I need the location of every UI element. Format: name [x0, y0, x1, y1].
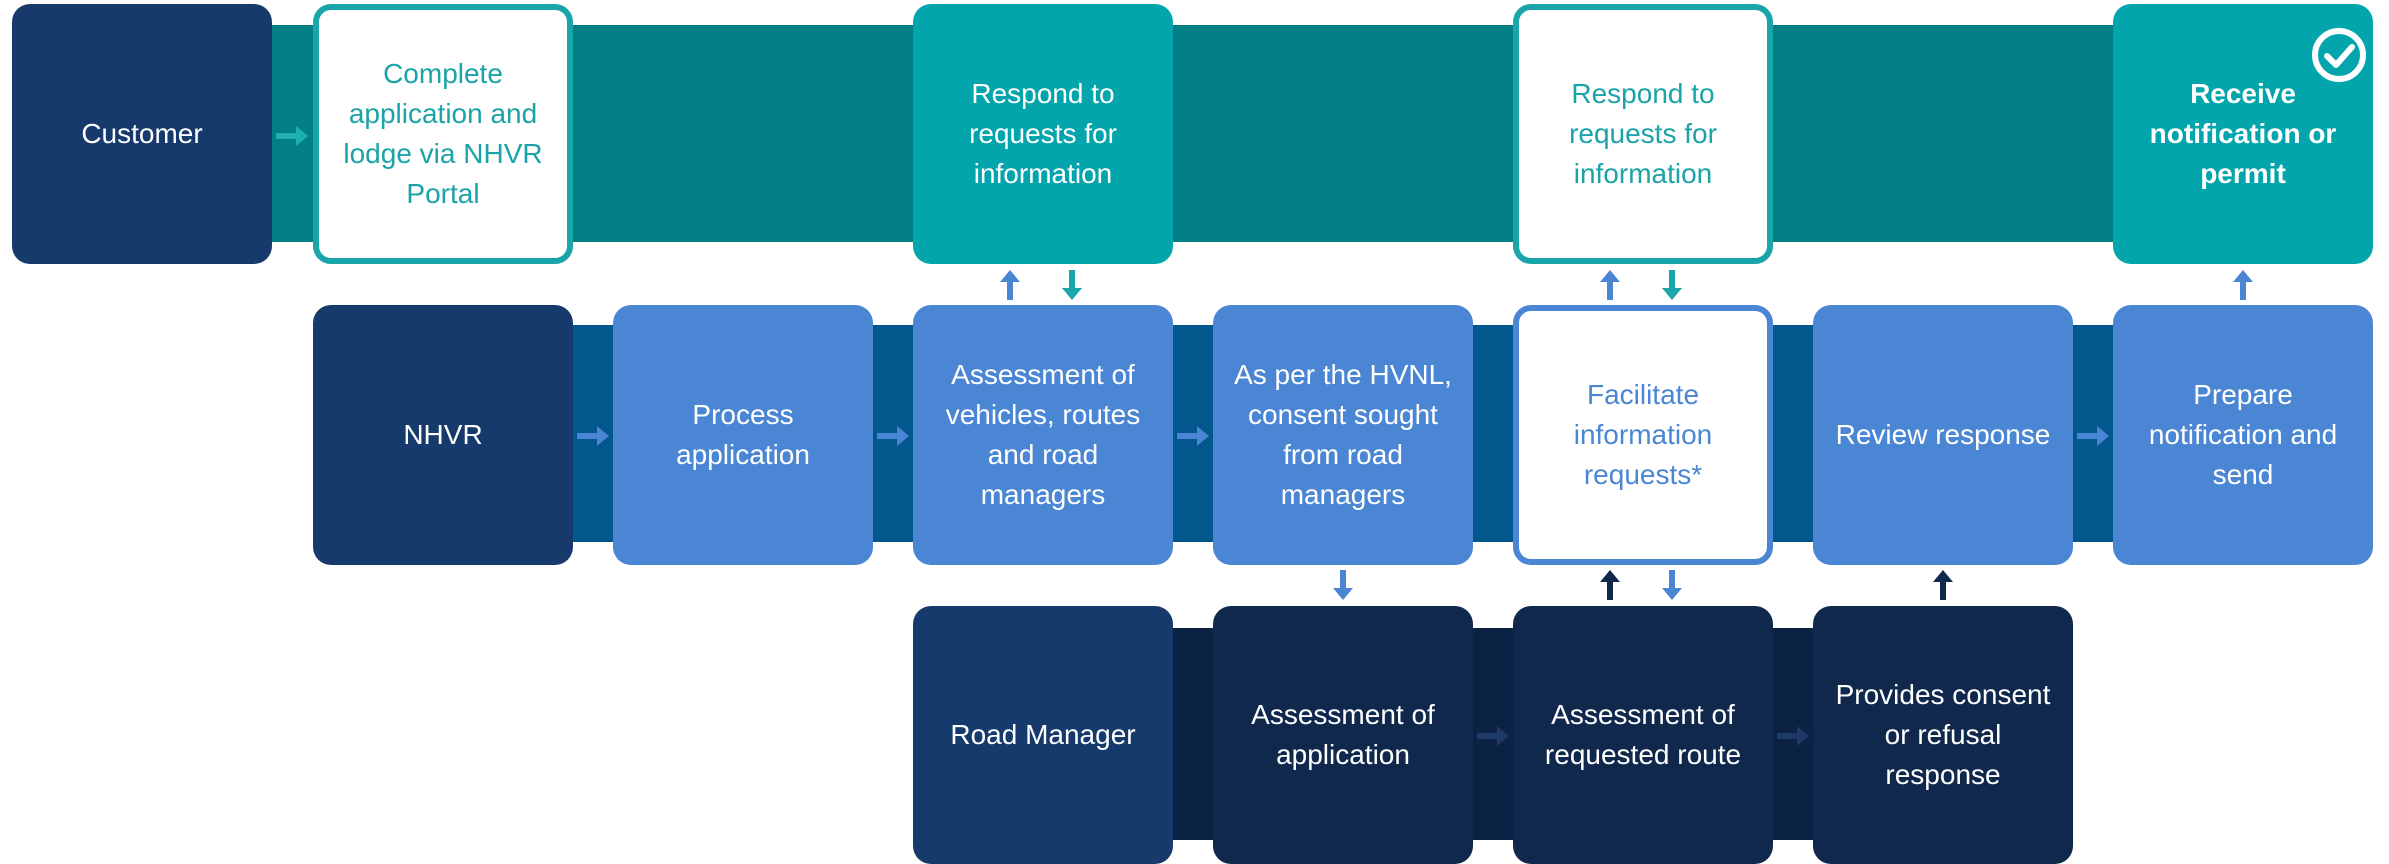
step-assessment-application: Assessment of application [1213, 606, 1473, 864]
arrow-up-icon [1933, 570, 1953, 600]
arrow-right-icon [1777, 726, 1809, 746]
lane-label-customer: Customer [12, 4, 272, 264]
arrow-up-icon [1600, 570, 1620, 600]
step-respond-requests-1: Respond to requests for information [913, 4, 1173, 264]
arrow-down-icon [1662, 570, 1682, 600]
arrow-up-icon [2233, 270, 2253, 300]
step-assessment-vehicles: Assessment of vehicles, routes and road … [913, 305, 1173, 565]
lane-label-road-manager: Road Manager [913, 606, 1173, 864]
check-circle-icon [2312, 28, 2366, 82]
lane-label-nhvr: NHVR [313, 305, 573, 565]
arrow-up-icon [1600, 270, 1620, 300]
step-receive-notification: Receive notification or permit [2113, 4, 2373, 264]
step-complete-application: Complete application and lodge via NHVR … [313, 4, 573, 264]
step-review-response: Review response [1813, 305, 2073, 565]
step-prepare-notification: Prepare notification and send [2113, 305, 2373, 565]
step-facilitate-requests: Facilitate information requests* [1513, 305, 1773, 565]
arrow-down-icon [1333, 570, 1353, 600]
arrow-down-icon [1662, 270, 1682, 300]
step-provides-consent: Provides consent or refusal response [1813, 606, 2073, 864]
step-consent-sought: As per the HVNL, consent sought from roa… [1213, 305, 1473, 565]
arrow-right-icon [276, 126, 308, 146]
arrow-right-icon [2077, 426, 2109, 446]
arrow-up-icon [1000, 270, 1020, 300]
arrow-right-icon [1177, 426, 1209, 446]
arrow-right-icon [577, 426, 609, 446]
step-assessment-route: Assessment of requested route [1513, 606, 1773, 864]
arrow-right-icon [877, 426, 909, 446]
step-respond-requests-2: Respond to requests for information [1513, 4, 1773, 264]
step-process-application: Process application [613, 305, 873, 565]
arrow-right-icon [1477, 726, 1509, 746]
arrow-down-icon [1062, 270, 1082, 300]
